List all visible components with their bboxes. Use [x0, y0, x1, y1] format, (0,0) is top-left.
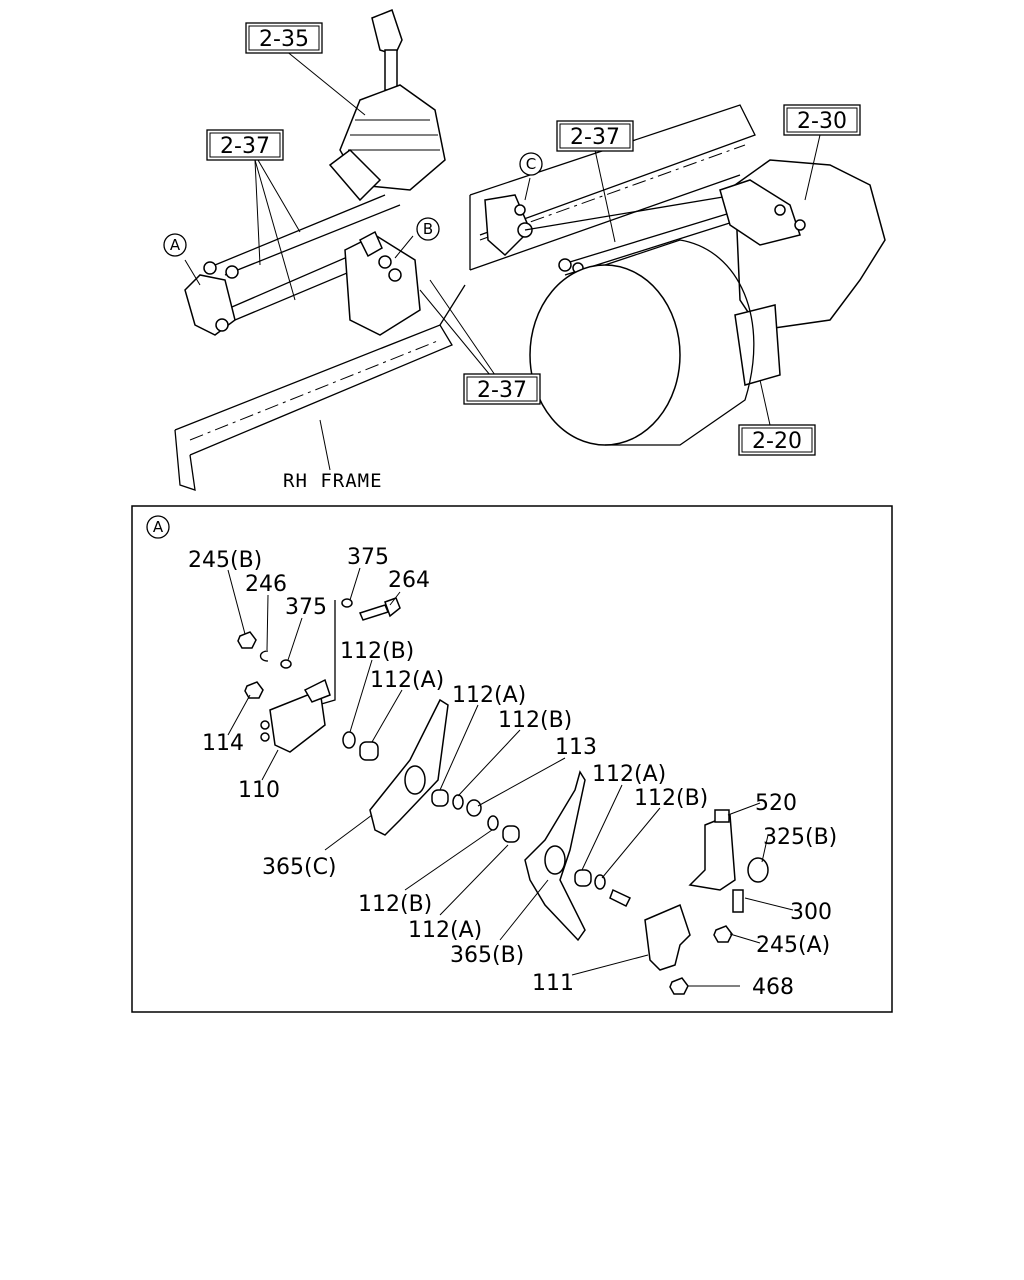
- ref-box-label: 2-30: [797, 109, 847, 134]
- ref-box-2-37-lower: 2-37: [463, 373, 541, 405]
- callout-112b: 112(B): [498, 708, 572, 733]
- callout-112a: 112(A): [370, 668, 444, 693]
- callout-325b: 325(B): [763, 825, 837, 850]
- callout-112b: 112(B): [340, 639, 414, 664]
- callout-112b: 112(B): [358, 892, 432, 917]
- ref-box-label: 2-37: [477, 378, 527, 403]
- callout-245a: 245(A): [756, 933, 830, 958]
- callout-365c: 365(C): [262, 855, 337, 880]
- callout-110: 110: [238, 778, 280, 803]
- callout-300: 300: [790, 900, 832, 925]
- rh-frame-label: RH FRAME: [283, 470, 383, 492]
- callout-112b: 112(B): [634, 786, 708, 811]
- ref-box-label: 2-35: [259, 27, 309, 52]
- bracket-assembly-a: [184, 261, 239, 336]
- transmission-housing: [719, 159, 886, 386]
- marker-label: B: [423, 220, 433, 238]
- bracket-assembly-c: [484, 194, 533, 257]
- ref-box-2-37-center: 2-37: [556, 120, 634, 152]
- callout-112a: 112(A): [452, 683, 526, 708]
- callout-245b: 245(B): [188, 548, 262, 573]
- flywheel-housing: [529, 239, 755, 446]
- callout-111: 111: [532, 971, 574, 996]
- ref-box-2-37-left: 2-37: [206, 129, 284, 161]
- ref-box-2-20: 2-20: [738, 424, 816, 456]
- ref-box-label: 2-37: [220, 134, 270, 159]
- ref-box-label: 2-20: [752, 429, 802, 454]
- detail-a-panel: A: [131, 505, 893, 1013]
- callout-114: 114: [202, 731, 244, 756]
- detail-leaders: [227, 567, 794, 987]
- callout-375: 375: [347, 545, 389, 570]
- callout-375: 375: [285, 595, 327, 620]
- shift-lever: [328, 9, 446, 202]
- overview-assembly: 2-35 2-37 2-37 2-30 2-37 2-20: [163, 9, 886, 492]
- callout-520: 520: [755, 791, 797, 816]
- callout-112a: 112(A): [592, 762, 666, 787]
- callout-246: 246: [245, 572, 287, 597]
- marker-label: A: [170, 236, 181, 254]
- detail-callouts: 245(B) 246 375 264 375 112(B) 112(A) 112…: [188, 545, 837, 1000]
- callout-365b: 365(B): [450, 943, 524, 968]
- shift-cables-center: [524, 194, 756, 276]
- callout-113: 113: [555, 735, 597, 760]
- callout-468: 468: [752, 975, 794, 1000]
- ref-box-label: 2-37: [570, 125, 620, 150]
- bracket-assembly-b: [344, 230, 421, 336]
- rh-frame-rail: [174, 284, 466, 491]
- circle-marker-b: B: [416, 217, 440, 241]
- ref-box-2-30: 2-30: [783, 104, 861, 136]
- callout-112a: 112(A): [408, 918, 482, 943]
- detail-a-marker: A: [146, 515, 170, 539]
- callout-264: 264: [388, 568, 430, 593]
- circle-marker-a: A: [163, 233, 187, 257]
- marker-label: C: [526, 155, 536, 173]
- ref-box-2-35: 2-35: [245, 22, 323, 54]
- marker-label: A: [153, 518, 164, 536]
- circle-marker-c: C: [519, 152, 543, 176]
- detail-parts: [237, 597, 769, 995]
